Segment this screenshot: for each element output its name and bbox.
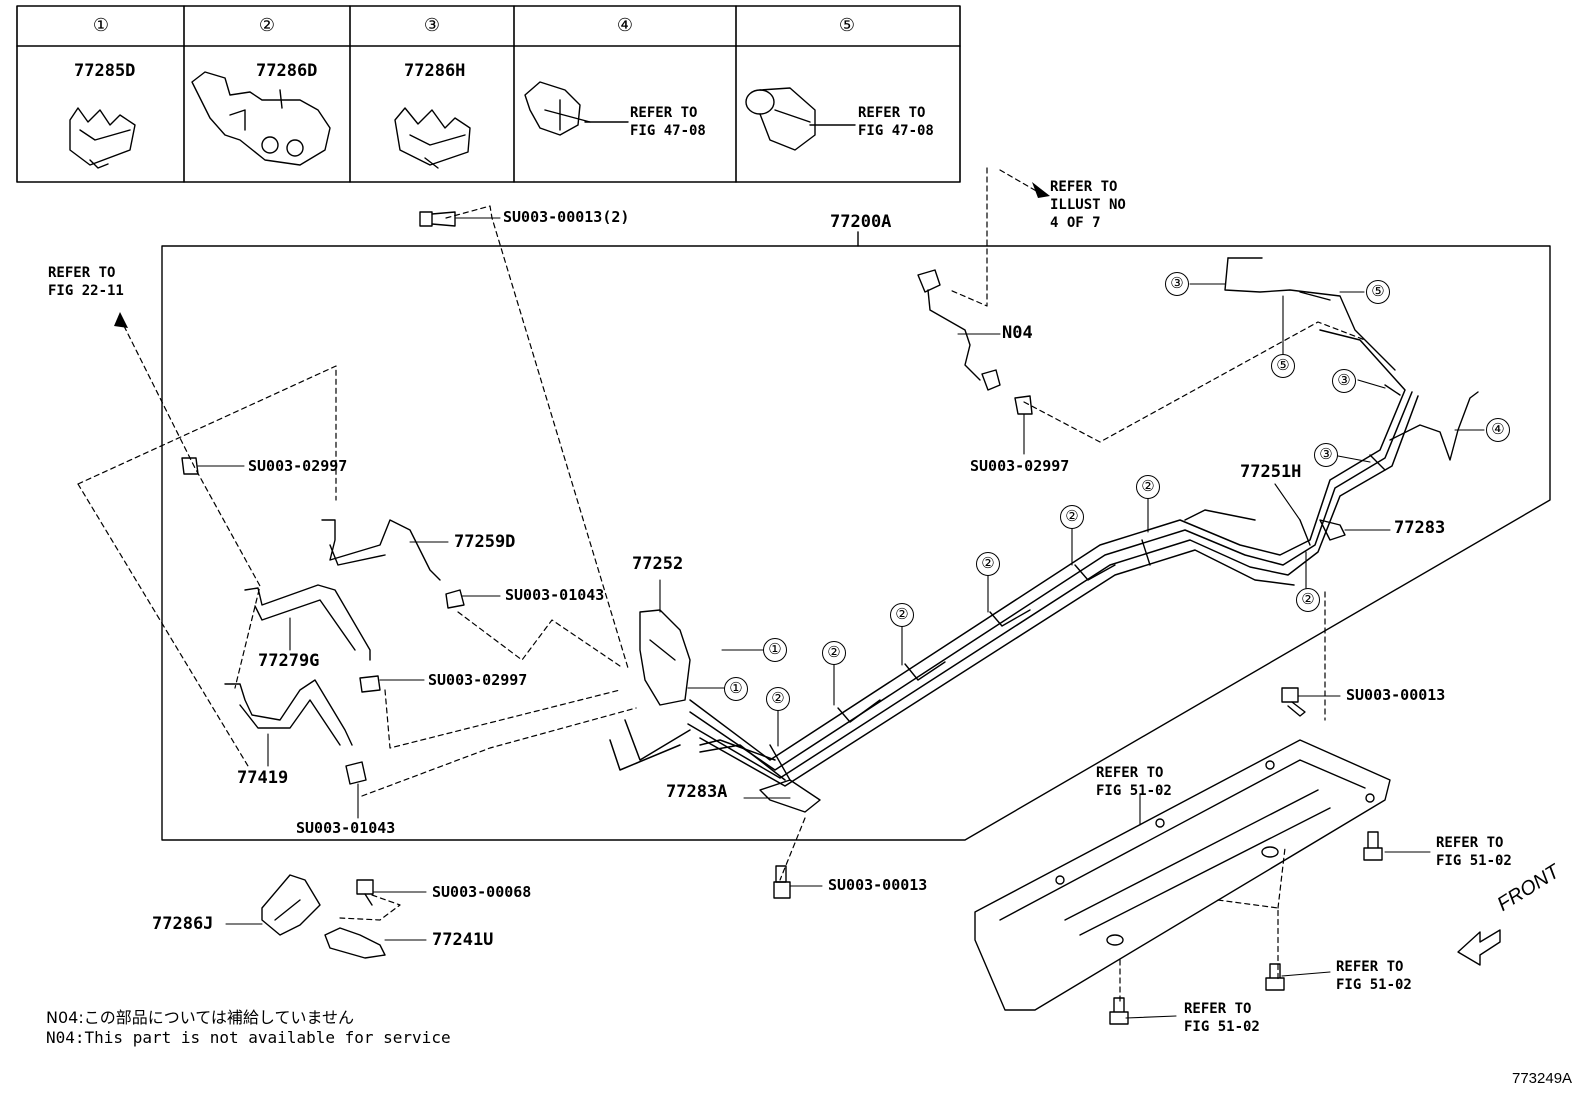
bolt-00068-icon — [356, 879, 374, 906]
circled-ref-1-b[interactable]: ① — [724, 677, 748, 701]
bolt-right-icon — [1281, 687, 1306, 717]
bracket-77241u-label[interactable]: 77241U — [432, 930, 494, 950]
legend-part-77285d[interactable]: 77285D — [74, 61, 136, 81]
clamp-su003-01043-mid[interactable]: SU003-01043 — [505, 586, 605, 604]
illustration-id: 773249A — [1512, 1070, 1573, 1087]
circled-ref-4-a[interactable]: ③ — [1165, 272, 1189, 296]
bolt-su003-00013-right[interactable]: SU003-00013 — [1346, 686, 1446, 704]
plate-77283a-label[interactable]: 77283A — [666, 782, 728, 802]
legend-refer-fig-47-08-a[interactable]: REFER TO FIG 47-08 — [630, 105, 706, 139]
hose-77419 — [224, 679, 353, 746]
circled-ref-4-b[interactable]: ④ — [1486, 418, 1510, 442]
part-n04[interactable]: N04 — [1002, 323, 1033, 343]
circled-ref-3-c[interactable]: ③ — [1314, 443, 1338, 467]
legend-part-77286h[interactable]: 77286H — [404, 61, 466, 81]
legend-header-3: ③ — [423, 15, 441, 36]
sensor-harness-right — [1224, 257, 1479, 461]
hose-77279g — [244, 584, 371, 661]
circled-ref-2-a[interactable]: ② — [1136, 475, 1160, 499]
circled-ref-2-d[interactable]: ② — [890, 603, 914, 627]
note-n04-jp: N04:この部品については補給していません — [46, 1008, 354, 1027]
clip-su02997-right-icon — [1014, 395, 1033, 415]
refer-fig-51-02-c[interactable]: REFER TO FIG 51-02 — [1336, 959, 1412, 993]
circled-ref-3-b[interactable]: ③ — [1332, 369, 1356, 393]
leader-lines — [197, 217, 1485, 1019]
clip-77286h-icon — [394, 107, 471, 169]
hose-clamps — [181, 457, 465, 785]
circled-ref-5-b[interactable]: ⑤ — [1271, 354, 1295, 378]
sensor-n04-wire — [917, 269, 1001, 391]
note-n04-en: N04:This part is not available for servi… — [46, 1028, 451, 1047]
bolt-shield-icons — [1109, 831, 1383, 1025]
clip-su003-02997-left-bot[interactable]: SU003-02997 — [428, 671, 528, 689]
bracket-77286j-icon — [261, 874, 321, 936]
refer-arrow-icon — [1032, 182, 1050, 198]
bolt-lower-icon — [773, 865, 791, 899]
legend-header-2: ② — [258, 15, 276, 36]
refer-fig-22-11[interactable]: REFER TO FIG 22-11 — [48, 265, 124, 299]
hose-77279g-label[interactable]: 77279G — [258, 651, 320, 671]
circled-ref-1-a[interactable]: ① — [763, 638, 787, 662]
circled-ref-2-b[interactable]: ② — [1060, 505, 1084, 529]
refer-fig-51-02-b[interactable]: REFER TO FIG 51-02 — [1436, 835, 1512, 869]
bracket-77241u-icon — [324, 927, 386, 959]
legend-refer-fig-47-08-b[interactable]: REFER TO FIG 47-08 — [858, 105, 934, 139]
clamp-77251h-label[interactable]: 77251H — [1240, 462, 1302, 482]
legend-header-1: ① — [92, 15, 110, 36]
hose-77419-label[interactable]: 77419 — [237, 768, 289, 788]
legend-header-4: ④ — [616, 15, 634, 36]
clip-77285d-icon — [69, 107, 136, 169]
bolt-su003-00013-2[interactable]: SU003-00013(2) — [503, 208, 630, 226]
refer-fig-51-02-d[interactable]: REFER TO FIG 51-02 — [1184, 1001, 1260, 1035]
clip-su003-02997-right[interactable]: SU003-02997 — [970, 457, 1070, 475]
bolt-su003-00013-lower[interactable]: SU003-00013 — [828, 876, 928, 894]
refer-illust-4-of-7[interactable]: REFER TO ILLUST NO 4 OF 7 — [1050, 179, 1126, 231]
part-77200a[interactable]: 77200A — [830, 212, 892, 232]
clip-fig47-a-icon — [524, 81, 629, 136]
clip-su003-02997-left-top[interactable]: SU003-02997 — [248, 457, 348, 475]
bolt-su003-00068[interactable]: SU003-00068 — [432, 883, 532, 901]
legend-header-5: ⑤ — [838, 15, 856, 36]
circled-ref-5-a[interactable]: ⑤ — [1366, 280, 1390, 304]
bracket-77252-icon — [639, 609, 691, 706]
under-shield-icon — [974, 739, 1391, 1011]
hose-77259d — [321, 519, 441, 581]
bolt-top-icon — [419, 211, 456, 227]
circled-ref-2-f[interactable]: ② — [766, 687, 790, 711]
assy-boundary-frame — [161, 245, 1551, 841]
front-arrow-icon — [1457, 929, 1501, 966]
clamp-su003-01043-bot[interactable]: SU003-01043 — [296, 819, 396, 837]
clip-77283-icon — [1319, 519, 1346, 541]
refer-fig-51-02-a[interactable]: REFER TO FIG 51-02 — [1096, 765, 1172, 799]
circled-ref-2-c[interactable]: ② — [976, 552, 1000, 576]
circled-ref-3-a[interactable]: ② — [1296, 588, 1320, 612]
hose-77259d-label[interactable]: 77259D — [454, 532, 516, 552]
clip-fig47-b-icon — [745, 87, 856, 151]
refer-arrow-up-icon — [114, 312, 128, 328]
legend-part-77286d[interactable]: 77286D — [256, 61, 318, 81]
bracket-77252-label[interactable]: 77252 — [632, 554, 684, 574]
circled-ref-2-e[interactable]: ② — [822, 641, 846, 665]
bundle-clamp-marks — [769, 384, 1401, 781]
dashed-guides — [77, 167, 1366, 1006]
clip-77283-label[interactable]: 77283 — [1394, 518, 1446, 538]
fuel-tube-bundle — [609, 329, 1419, 787]
legend-table-frame — [16, 5, 961, 183]
bracket-77286j-label[interactable]: 77286J — [152, 914, 214, 934]
clip-77286d-icon — [191, 71, 331, 166]
plate-77283a-icon — [759, 779, 821, 813]
